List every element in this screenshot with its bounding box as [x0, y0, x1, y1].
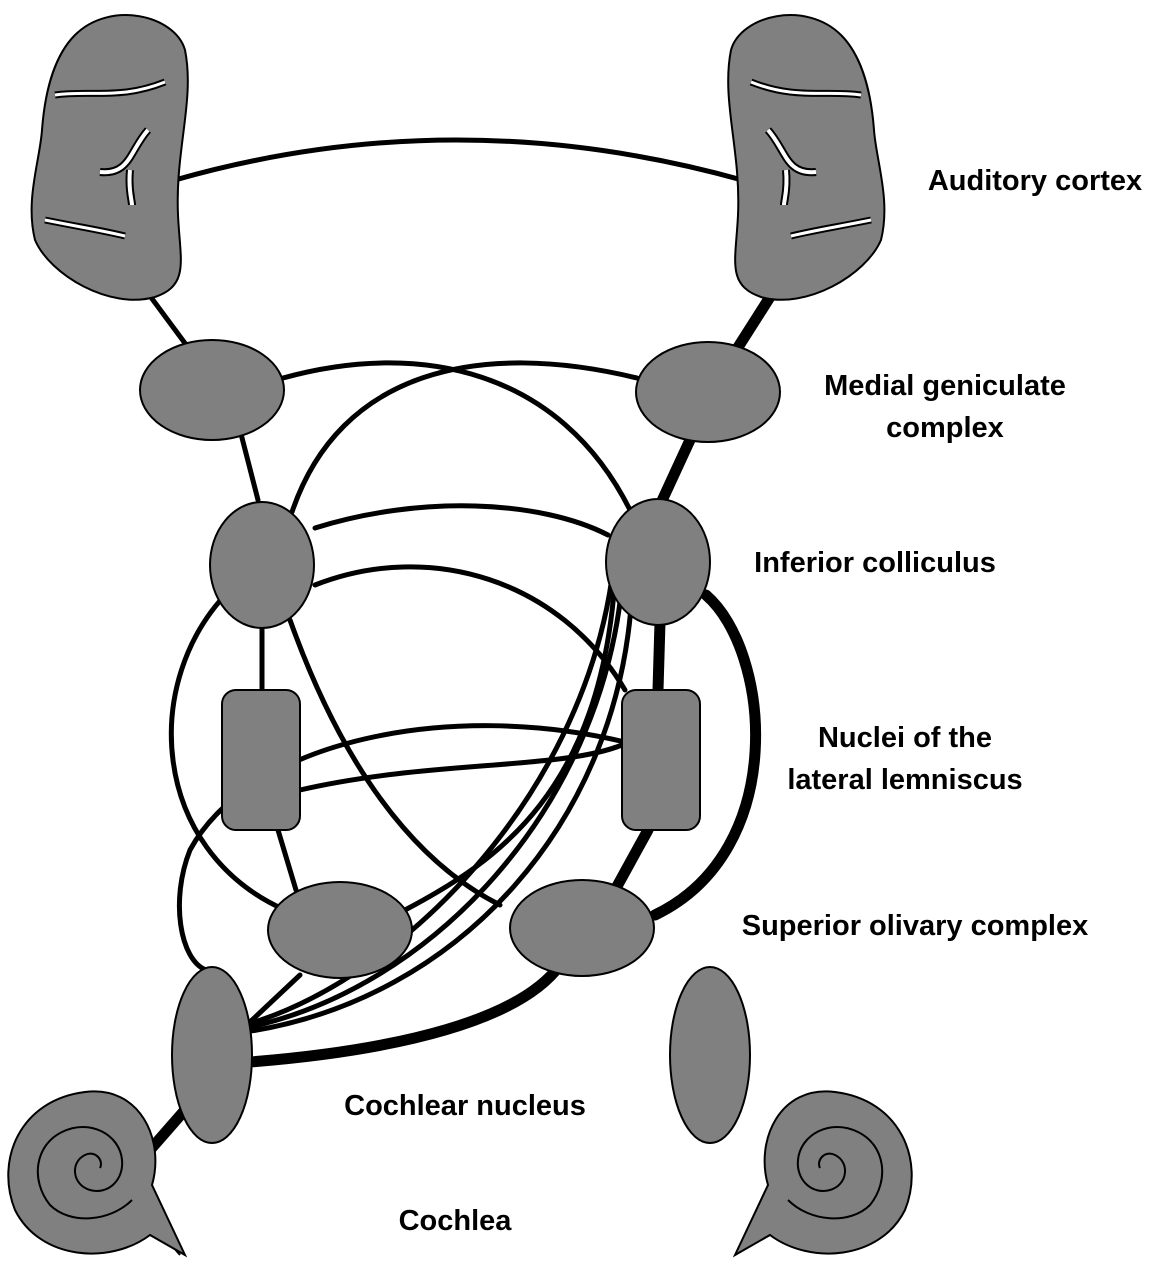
right-lateral-lemniscus-nucleus — [622, 690, 700, 830]
fiber-right-ic-nll — [658, 622, 660, 690]
left-superior-olivary — [268, 882, 412, 978]
right-cochlea — [735, 1091, 912, 1255]
fiber-right-mgb-ic — [660, 440, 690, 505]
left-inferior-colliculus — [210, 502, 314, 628]
label-cochlea: Cochlea — [355, 1200, 555, 1242]
fiber-mgb-right-to-left-ic — [292, 363, 637, 512]
fiber-right-nll-soc — [615, 830, 648, 890]
fiber-cochlea-to-cn — [150, 1110, 185, 1150]
right-inferior-colliculus — [606, 499, 710, 625]
right-medial-geniculate — [636, 342, 780, 442]
left-cochlea — [8, 1091, 185, 1255]
left-lateral-lemniscus-nucleus — [222, 690, 300, 830]
fiber-left-ic-to-right-soc — [290, 620, 500, 905]
label-auditory-cortex: Auditory cortex — [905, 160, 1165, 202]
label-cochlear-nucleus: Cochlear nucleus — [315, 1085, 615, 1127]
label-superior-olivary: Superior olivary complex — [705, 905, 1125, 947]
fiber-left-nll-soc — [278, 830, 296, 890]
right-auditory-cortex — [728, 15, 884, 300]
label-medial-geniculate: Medial geniculate complex — [795, 365, 1095, 449]
label-lateral-lemniscus: Nuclei of the lateral lemniscus — [755, 717, 1055, 801]
label-inferior-colliculus: Inferior colliculus — [725, 542, 1025, 584]
label-lateral-lemniscus-line1: Nuclei of the — [755, 717, 1055, 759]
fiber-cortex-commissure — [175, 140, 742, 180]
label-lateral-lemniscus-line2: lateral lemniscus — [755, 759, 1055, 801]
fiber-right-cortex-mgb — [735, 297, 770, 352]
left-cochlear-nucleus — [172, 967, 252, 1143]
left-auditory-cortex — [32, 15, 188, 300]
right-superior-olivary — [510, 880, 654, 976]
fiber-left-mgb-ic — [240, 430, 258, 500]
right-cochlear-nucleus — [670, 967, 750, 1143]
fiber-left-ic-to-right-nll — [315, 567, 625, 690]
label-medial-geniculate-line1: Medial geniculate — [795, 365, 1095, 407]
label-medial-geniculate-line2: complex — [795, 407, 1095, 449]
fiber-left-cortex-mgb — [150, 296, 190, 350]
fiber-ic-commissure — [315, 506, 608, 535]
left-medial-geniculate — [140, 340, 284, 440]
